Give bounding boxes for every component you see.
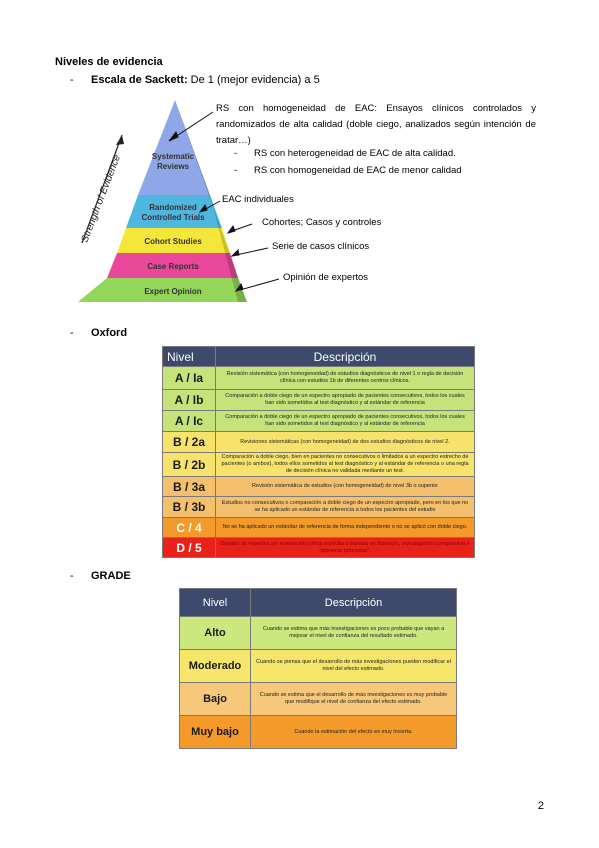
sub-dash: - bbox=[234, 148, 238, 159]
level-cell: B / 3a bbox=[162, 476, 216, 497]
section-heading: Niveles de evidencia bbox=[55, 56, 163, 68]
col-header-desc: Descripción bbox=[215, 346, 475, 367]
annotation-arrows bbox=[168, 111, 280, 292]
level-cell: Alto bbox=[179, 616, 251, 650]
pyramid-layer-expert-opinion bbox=[78, 278, 247, 302]
col-header-level: Nivel bbox=[179, 588, 251, 617]
bullet-dash: - bbox=[70, 74, 74, 86]
level-cell: A / Ia bbox=[162, 366, 216, 390]
layer-label: Controlled Trials bbox=[141, 213, 205, 222]
layer-label: Reviews bbox=[157, 162, 190, 171]
annotation-rs: RS con homogeneidad de EAC: Ensayos clín… bbox=[216, 103, 536, 146]
layer-label: Case Reports bbox=[147, 262, 199, 271]
pyramid-layer-case-reports bbox=[107, 253, 238, 278]
description-cell: Cuando se estima que más investigaciones… bbox=[250, 616, 457, 650]
level-cell: B / 3b bbox=[162, 496, 216, 518]
description-cell: Comparación a doble ciego de un espectro… bbox=[215, 410, 475, 432]
annotation-sub1: RS con heterogeneidad de EAC de alta cal… bbox=[254, 148, 456, 159]
layer-label: Systematic bbox=[152, 152, 195, 161]
description-cell: No se ha aplicado un estándar de referen… bbox=[215, 517, 475, 538]
description-cell: Opinión de expertos sin evaluación críti… bbox=[215, 537, 475, 558]
col-header-level: Nivel bbox=[162, 346, 216, 367]
axis-arrow-head bbox=[116, 135, 124, 145]
description-cell: Revisiones sistemáticas (con homogeneida… bbox=[215, 431, 475, 453]
layer-label: Expert Opinion bbox=[144, 287, 201, 296]
description-cell: Comparación a doble ciego de un espectro… bbox=[215, 389, 475, 411]
page-number: 2 bbox=[537, 800, 544, 812]
sackett-text: De 1 (mejor evidencia) a 5 bbox=[187, 74, 320, 86]
bullet-dash: - bbox=[70, 327, 74, 339]
level-cell: A / Ib bbox=[162, 389, 216, 411]
pyramid-layer-rct bbox=[126, 195, 222, 228]
level-cell: B / 2a bbox=[162, 431, 216, 453]
oxford-label: Oxford bbox=[91, 327, 128, 339]
grade-label: GRADE bbox=[91, 570, 131, 582]
description-cell: Cuando se estima que el desarrollo de má… bbox=[250, 682, 457, 716]
level-cell: D / 5 bbox=[162, 537, 216, 558]
level-cell: A / Ic bbox=[162, 410, 216, 432]
annotation-opinion: Opinión de expertos bbox=[283, 272, 369, 283]
layer-label: Randomized bbox=[149, 203, 197, 212]
bullet-dash: - bbox=[70, 570, 74, 582]
description-cell: Estudios no consecutivos o comparación a… bbox=[215, 496, 475, 518]
description-cell: Cuando se piensa que el desarrollo de má… bbox=[250, 649, 457, 683]
annotation-series: Serie de casos clínicos bbox=[272, 241, 370, 252]
annotation-eac: EAC individuales bbox=[222, 194, 294, 205]
description-cell: Revisión sistemática de estudios (con ho… bbox=[215, 476, 475, 497]
sub-dash: - bbox=[234, 165, 238, 176]
evidence-pyramid: Strength of Evidence Systematic Reviews … bbox=[78, 100, 247, 302]
sackett-line: Escala de Sackett: De 1 (mejor evidencia… bbox=[91, 74, 320, 86]
sackett-label: Escala de Sackett: bbox=[91, 74, 188, 86]
col-header-desc: Descripción bbox=[250, 588, 457, 617]
description-cell: Comparación a doble ciego, bien en pacie… bbox=[215, 452, 475, 477]
description-cell: Cuando la estimación del efecto es muy i… bbox=[250, 715, 457, 749]
axis-arrow bbox=[81, 134, 123, 244]
level-cell: C / 4 bbox=[162, 517, 216, 538]
annotation-cohortes: Cohortes; Casos y controles bbox=[262, 217, 382, 228]
pyramid-layer-cohort bbox=[117, 228, 230, 253]
description-cell: Revisión sistemática (con homogeneidad) … bbox=[215, 366, 475, 390]
layer-label: Cohort Studies bbox=[144, 237, 202, 246]
pyramid-layer-systematic-reviews bbox=[138, 100, 210, 195]
level-cell: Moderado bbox=[179, 649, 251, 683]
level-cell: Bajo bbox=[179, 682, 251, 716]
level-cell: Muy bajo bbox=[179, 715, 251, 749]
annotation-sub2: RS con homogeneidad de EAC de menor cali… bbox=[254, 165, 462, 176]
level-cell: B / 2b bbox=[162, 452, 216, 477]
